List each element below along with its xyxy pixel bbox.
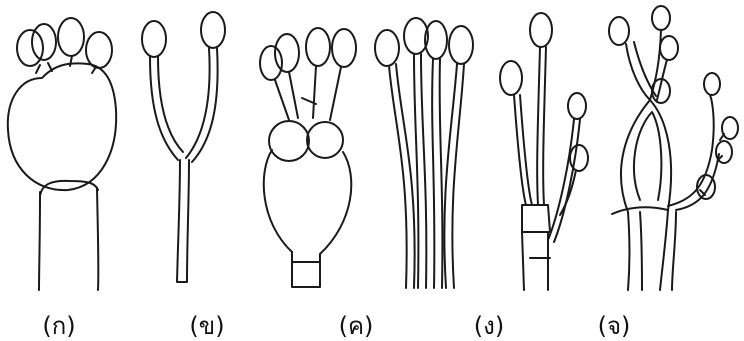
- spore: [375, 30, 399, 66]
- spore: [142, 21, 166, 57]
- spore: [660, 36, 678, 60]
- spore: [530, 13, 552, 47]
- secondary-vesicle: [307, 122, 343, 158]
- spore: [86, 32, 112, 68]
- spore: [500, 61, 522, 95]
- spore: [722, 117, 738, 139]
- network-branch: [668, 95, 719, 210]
- spore-stalks: [275, 66, 341, 120]
- spore: [275, 34, 299, 72]
- spore: [17, 30, 43, 66]
- structure-kho: [142, 12, 225, 282]
- hypha: [389, 66, 407, 288]
- secondary-vesicle: [269, 121, 309, 161]
- branch: [537, 47, 546, 205]
- label-cho: (จ): [574, 312, 654, 340]
- branch-left: [150, 57, 183, 160]
- spore: [260, 46, 282, 80]
- spore: [58, 18, 84, 56]
- hypha: [432, 59, 434, 288]
- structure-cho-network: [609, 6, 738, 290]
- spore: [568, 93, 586, 119]
- label-ngo: (ง): [449, 312, 529, 340]
- network-branch: [612, 134, 724, 214]
- branch: [514, 95, 532, 205]
- spore: [201, 12, 225, 48]
- network-loop: [621, 100, 671, 212]
- structure-ka: [8, 18, 116, 290]
- structure-kho-khwai: [260, 28, 356, 287]
- label-kho: (ข): [167, 312, 247, 340]
- network-branch: [626, 30, 667, 100]
- hypha: [396, 64, 415, 288]
- label-kho-khwai: (ค): [316, 312, 396, 340]
- stalk-outline: [39, 188, 98, 290]
- structure-cho: [500, 13, 588, 290]
- branch: [548, 119, 580, 242]
- hypha: [440, 59, 443, 288]
- main-vesicle: [264, 150, 352, 254]
- hypha: [421, 54, 426, 288]
- spore: [306, 28, 330, 66]
- vesicle: [8, 63, 116, 190]
- network-base: [628, 210, 676, 290]
- spore: [609, 17, 629, 45]
- spore: [32, 24, 56, 60]
- branch-right: [186, 48, 218, 162]
- spore: [704, 73, 720, 95]
- main-stalk: [177, 160, 189, 282]
- spore: [449, 26, 473, 64]
- stalk-segments: [522, 205, 550, 290]
- label-ka: (ก): [19, 312, 99, 340]
- base-stalk: [292, 252, 320, 287]
- spore: [332, 29, 356, 67]
- structure-ngo: [375, 18, 473, 288]
- spore: [652, 6, 670, 30]
